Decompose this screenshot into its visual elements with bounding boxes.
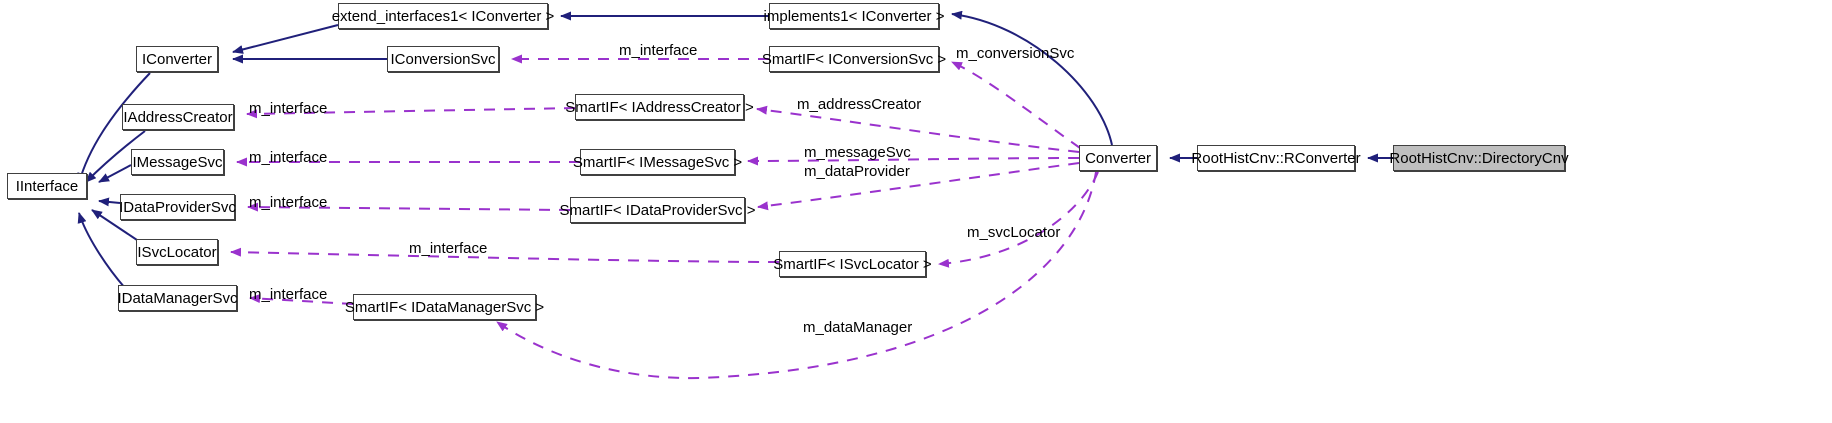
class-node-label: IInterface [15,177,79,195]
edge-label-lbl-m-interface-addresscreator: m_interface [249,100,328,117]
class-node-label: SmartIF< IDataProviderSvc > [559,201,756,219]
class-node-iinterface[interactable]: IInterface [7,173,87,199]
class-node-label: SmartIF< IMessageSvc > [572,153,743,171]
class-node-label: IConverter [141,50,213,68]
class-node-smartif_idatamanagersvc[interactable]: SmartIF< IDataManagerSvc > [345,294,544,320]
edge-label-lbl-m-interface-conversionsvc: m_interface [619,42,698,59]
class-node-label: IDataManagerSvc [117,289,238,307]
class-node-label: IConversionSvc [390,50,496,68]
class-node-label: RootHistCnv::RConverter [1191,149,1361,167]
edge-label-lbl-m-interface-svclocator: m_interface [409,240,488,257]
class-node-label: IAddressCreator [123,108,233,126]
class-node-label: Converter [1085,149,1151,167]
class-node-imessagesvc[interactable]: IMessageSvc [131,149,224,175]
class-node-iconversionsvc[interactable]: IConversionSvc [387,46,499,72]
edge-label-lbl-m-interface-dataprovider: m_interface [249,194,328,211]
edge-converter-to-smartif-messagesvc [747,156,1080,166]
class-node-label: SmartIF< IDataManagerSvc > [344,298,545,316]
class-node-idatamanagersvc[interactable]: IDataManagerSvc [117,285,238,311]
class-node-rootdirectorycnv[interactable]: RootHistCnv::DirectoryCnv [1389,145,1569,171]
class-node-smartif_iaddresscreator[interactable]: SmartIF< IAddressCreator > [565,94,754,120]
class-node-smartif_isvclocator[interactable]: SmartIF< ISvcLocator > [773,251,932,277]
edge-converter-to-implements1 [951,10,1113,146]
edge-extend-to-iconverter [232,24,339,54]
edge-converter-to-smartif-conversionsvc [951,61,1081,149]
class-node-label: SmartIF< IAddressCreator > [565,98,754,116]
edge-label-lbl-m-conversionsvc: m_conversionSvc [956,45,1075,62]
class-node-iaddresscreator[interactable]: IAddressCreator [122,104,234,130]
class-node-converter[interactable]: Converter [1079,145,1157,171]
class-node-idataprovidersvc[interactable]: IDataProviderSvc [119,194,236,220]
class-node-label: IMessageSvc [132,153,223,171]
edge-label-lbl-m-messagesvc: m_messageSvc [804,144,911,161]
edge-smartif-svclocator-to-isvclocator [230,247,780,263]
class-node-label: implements1< IConverter > [763,7,945,25]
class-node-label: extend_interfaces1< IConverter > [331,7,555,25]
edge-converter-to-smartif-svclocator [938,171,1099,268]
class-node-label: SmartIF< IConversionSvc > [761,50,947,68]
edge-idatamanagersvc-to-iinterface [77,212,126,289]
edge-label-lbl-m-svclocator: m_svcLocator [967,224,1061,241]
class-node-smartif_imessagesvc[interactable]: SmartIF< IMessageSvc > [573,149,742,175]
edge-imessagesvc-to-iinterface [98,164,132,183]
class-node-label: RootHistCnv::DirectoryCnv [1389,149,1569,167]
edge-idataprovidersvc-to-iinterface [98,197,121,207]
class-node-smartif_idataprovidersvc[interactable]: SmartIF< IDataProviderSvc > [560,197,755,223]
edge-label-lbl-m-interface-datamanager: m_interface [249,286,328,303]
class-node-label: IDataProviderSvc [119,198,236,216]
edge-label-lbl-m-datamanager: m_dataManager [803,319,913,336]
class-node-implements1[interactable]: implements1< IConverter > [764,3,944,29]
edge-label-lbl-m-dataprovider: m_dataProvider [804,163,910,180]
class-node-rootrconverter[interactable]: RootHistCnv::RConverter [1191,145,1361,171]
class-node-iconverter[interactable]: IConverter [136,46,218,72]
class-node-smartif_iconversionsvc[interactable]: SmartIF< IConversionSvc > [762,46,946,72]
class-node-isvclocator[interactable]: ISvcLocator [136,239,218,265]
class-node-extend_interfaces1[interactable]: extend_interfaces1< IConverter > [332,3,554,29]
edge-label-lbl-m-interface-messagesvc: m_interface [249,149,328,166]
class-node-label: ISvcLocator [137,243,217,261]
edge-label-lbl-m-addresscreator: m_addressCreator [797,96,922,113]
class-node-label: SmartIF< ISvcLocator > [773,255,932,273]
